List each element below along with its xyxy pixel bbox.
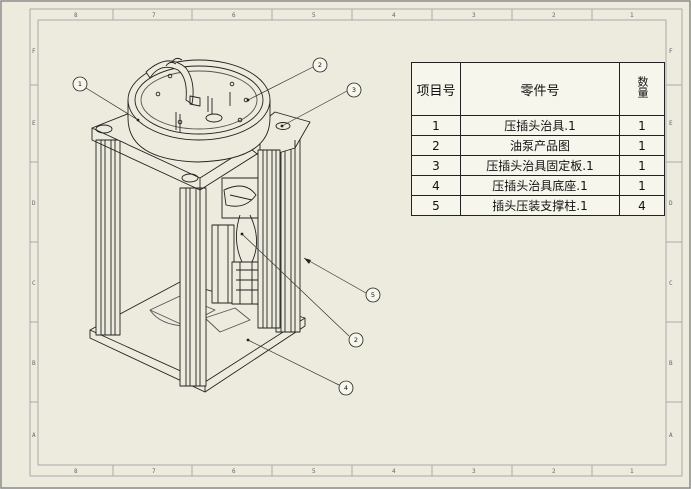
zone-left-label: A: [32, 432, 36, 439]
bom-row: 5 插头压装支撑柱.1 4: [411, 195, 665, 216]
press-head-fixture: [127, 57, 271, 163]
zone-top-label: 4: [392, 12, 396, 19]
zone-top-label: 3: [472, 12, 476, 19]
bom-row: 3 压插头治具固定板.1 1: [411, 155, 665, 176]
bom-cell-qty: 4: [619, 195, 665, 216]
bom-cell-part: 压插头治具.1: [460, 115, 620, 136]
bom-row: 4 压插头治具底座.1 1: [411, 175, 665, 196]
zone-bottom-label: 7: [152, 468, 156, 475]
balloon-label: 1: [78, 80, 82, 88]
bom-row: 2 油泵产品图 1: [411, 135, 665, 156]
zone-labels-bottom: 8 7 6 5 4 3 2 1: [74, 468, 634, 475]
balloon-label: 2: [354, 336, 358, 344]
zone-right-label: B: [669, 360, 673, 367]
support-column-front-left: [179, 187, 207, 387]
bom-cell-qty: 1: [619, 115, 665, 136]
bom-cell-part: 压插头治具固定板.1: [460, 155, 620, 176]
zone-top-label: 7: [152, 12, 156, 19]
zone-bottom-label: 1: [630, 468, 634, 475]
zone-labels-left: F E D C B A: [32, 48, 36, 439]
bom-cell-qty: 1: [619, 175, 665, 196]
zone-top-label: 6: [232, 12, 236, 19]
leader-lines: [85, 66, 367, 386]
bom-cell-part: 插头压装支撑柱.1: [460, 195, 620, 216]
zone-right-label: C: [669, 280, 673, 287]
bom-header-item-no: 项目号: [411, 62, 461, 116]
zone-left-label: C: [32, 280, 36, 287]
leader-arrows: [136, 98, 311, 342]
bom-cell-item: 3: [411, 155, 461, 176]
balloons: [72, 57, 381, 396]
zone-bottom-label: 8: [74, 468, 78, 475]
zone-labels-top: 8 7 6 5 4 3 2 1: [74, 12, 634, 19]
zone-right-label: D: [669, 200, 673, 207]
zone-bottom-label: 3: [472, 468, 476, 475]
zone-left-label: E: [32, 120, 36, 127]
bom-cell-item: 5: [411, 195, 461, 216]
zone-top-label: 1: [630, 12, 634, 19]
zone-bottom-label: 5: [312, 468, 316, 475]
zone-right-label: E: [669, 120, 673, 127]
bom-header-part-no: 零件号: [460, 62, 620, 116]
zone-top-label: 8: [74, 12, 78, 19]
support-column-left: [95, 139, 121, 336]
oil-pump-product: [211, 177, 263, 305]
zone-bottom-label: 6: [232, 468, 236, 475]
bom-table: 项目号 零件号 数量 1 压插头治具.1 1 2 油泵产品图 1 3 压插头治具…: [411, 62, 665, 216]
zone-left-label: B: [32, 360, 36, 367]
zone-bottom-label: 4: [392, 468, 396, 475]
bom-row: 1 压插头治具.1 1: [411, 115, 665, 136]
bom-cell-item: 1: [411, 115, 461, 136]
zone-bottom-label: 2: [552, 468, 556, 475]
balloon-label: 4: [344, 384, 348, 392]
fixture-assembly-drawing: [89, 57, 311, 393]
balloon-label: 5: [371, 291, 375, 299]
zone-top-label: 5: [312, 12, 316, 19]
zone-top-label: 2: [552, 12, 556, 19]
zone-ticks: [30, 9, 682, 476]
zone-left-label: D: [32, 200, 36, 207]
balloon-label: 2: [318, 61, 322, 69]
bom-cell-qty: 1: [619, 135, 665, 156]
balloon-label: 3: [352, 86, 356, 94]
bom-cell-qty: 1: [619, 155, 665, 176]
bom-header-row: 项目号 零件号 数量: [411, 62, 665, 116]
bom-cell-item: 2: [411, 135, 461, 156]
zone-right-label: A: [669, 432, 673, 439]
bom-header-qty: 数量: [619, 62, 665, 116]
zone-labels-right: F E D C B A: [669, 48, 673, 439]
support-column-front-right: [257, 149, 281, 329]
bom-cell-item: 4: [411, 175, 461, 196]
zone-right-label: F: [669, 48, 673, 55]
bom-header-qty-text: 数量: [636, 76, 649, 98]
bom-cell-part: 油泵产品图: [460, 135, 620, 156]
bom-cell-part: 压插头治具底座.1: [460, 175, 620, 196]
zone-left-label: F: [32, 48, 36, 55]
